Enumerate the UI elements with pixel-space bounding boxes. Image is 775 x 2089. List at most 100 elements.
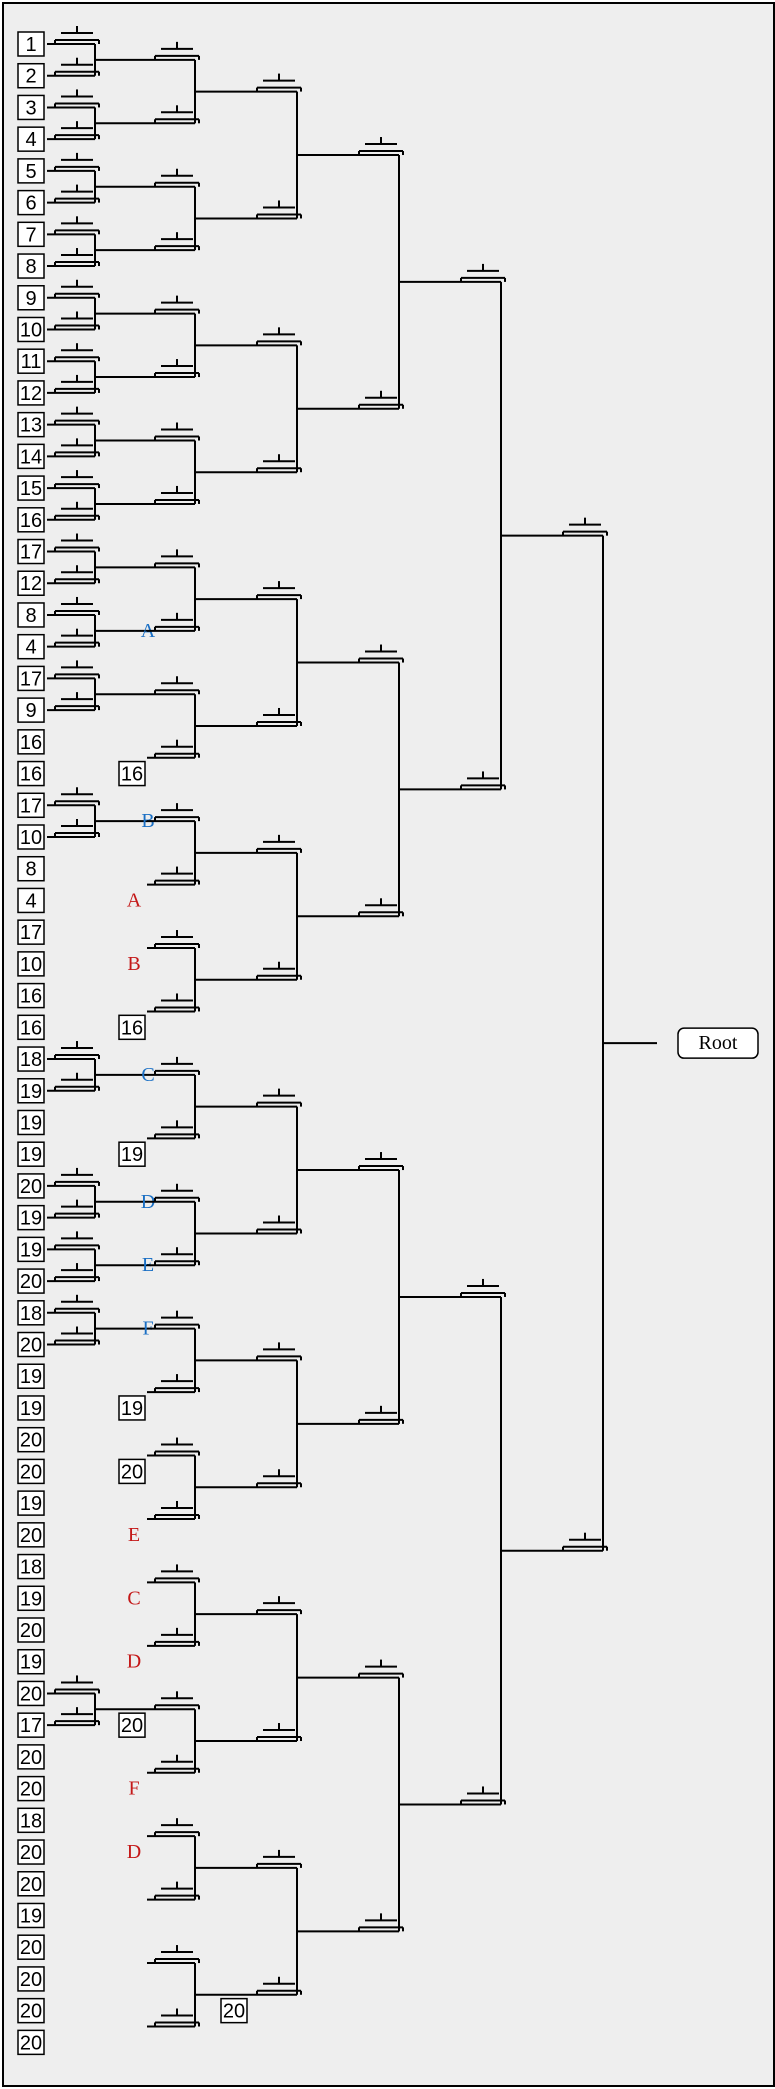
leaf-24-box — [17, 792, 45, 819]
leaf-54-box — [17, 1744, 45, 1770]
leaf-35-box — [17, 1141, 45, 1167]
leaf-51: 19 — [20, 1652, 42, 1674]
leaf-53: 17 — [20, 1715, 42, 1737]
inner-leaf-3: 19 — [121, 1398, 143, 1420]
leaf-49: 19 — [20, 1588, 42, 1610]
leaf-4-box — [17, 158, 45, 184]
leaf-27: 4 — [25, 890, 36, 912]
leaf-29-box — [17, 951, 45, 977]
leaf-38-box — [17, 1236, 45, 1263]
leaf-12-box — [17, 411, 45, 438]
leaf-33: 19 — [20, 1081, 42, 1103]
leaf-24: 17 — [20, 795, 42, 817]
inner-leaf-0: 16 — [121, 764, 143, 786]
leaf-43-box — [17, 1395, 45, 1421]
leaf-37-box — [17, 1204, 45, 1231]
leaf-42: 19 — [20, 1366, 42, 1388]
leaf-4: 5 — [25, 161, 36, 183]
leaf-2: 3 — [25, 97, 36, 119]
leaf-13: 14 — [20, 446, 42, 468]
leaf-60-box — [17, 1934, 45, 1960]
leaf-17: 12 — [20, 573, 42, 595]
leaf-28-box — [17, 919, 45, 945]
root-label: Root — [699, 1032, 738, 1054]
leaf-7-box — [17, 253, 45, 279]
leaf-59: 19 — [20, 1905, 42, 1927]
leaf-39: 20 — [20, 1271, 42, 1293]
leaf-48: 18 — [20, 1557, 42, 1579]
leaf-32-box — [17, 1046, 45, 1072]
leaf-19-box — [17, 633, 45, 660]
red-label-3: C — [127, 1587, 140, 1609]
leaf-29: 10 — [20, 954, 42, 976]
leaf-51-box — [17, 1648, 45, 1675]
leaf-23: 16 — [20, 764, 42, 786]
leaf-34-box — [17, 1109, 45, 1136]
leaf-44: 20 — [20, 1430, 42, 1452]
inner-leaf-5-box — [118, 1712, 146, 1738]
red-label-1: B — [127, 953, 140, 975]
leaf-40: 18 — [20, 1303, 42, 1325]
leaf-0: 1 — [25, 34, 36, 56]
leaf-56-box — [17, 1807, 45, 1834]
leaf-63: 20 — [20, 2032, 42, 2054]
leaf-20: 17 — [20, 668, 42, 690]
leaf-16: 17 — [20, 542, 42, 564]
leaf-10-box — [17, 348, 45, 374]
leaf-39-box — [17, 1268, 45, 1294]
leaf-38: 19 — [20, 1239, 42, 1261]
leaf-49-box — [17, 1585, 45, 1612]
leaf-54: 20 — [20, 1747, 42, 1769]
leaf-61-box — [17, 1966, 45, 1992]
leaf-40-box — [17, 1300, 45, 1326]
inner-leaf-2-box — [118, 1141, 146, 1167]
root-box — [677, 1027, 759, 1059]
inner-leaf-2: 19 — [121, 1144, 143, 1166]
inner-leaf-1-box — [118, 1014, 146, 1041]
leaf-60: 20 — [20, 1937, 42, 1959]
leaf-34: 19 — [20, 1112, 42, 1134]
leaf-0-box — [17, 31, 45, 57]
leaf-14-box — [17, 475, 45, 501]
leaf-46-box — [17, 1490, 45, 1516]
leaf-58-box — [17, 1871, 45, 1897]
leaf-45: 20 — [20, 1461, 42, 1483]
leaf-44-box — [17, 1426, 45, 1453]
leaf-26: 8 — [25, 859, 36, 881]
leaf-9: 10 — [20, 319, 42, 341]
leaf-8-box — [17, 285, 45, 311]
leaf-21: 9 — [25, 700, 36, 722]
leaf-57-box — [17, 1839, 45, 1865]
leaf-41: 20 — [20, 1335, 42, 1357]
leaf-8: 9 — [25, 288, 36, 310]
leaf-10: 11 — [21, 351, 42, 373]
leaf-43: 19 — [20, 1398, 42, 1420]
leaf-59-box — [17, 1902, 45, 1929]
deep-leaf: 20 — [223, 2001, 245, 2023]
leaf-20-box — [17, 665, 45, 692]
inner-leaf-5: 20 — [121, 1715, 143, 1737]
leaf-5-box — [17, 189, 45, 216]
red-label-4: D — [127, 1651, 141, 1673]
leaf-58: 20 — [20, 1874, 42, 1896]
leaf-33-box — [17, 1078, 45, 1104]
leaf-9-box — [17, 316, 45, 343]
leaf-37: 19 — [20, 1208, 42, 1230]
leaf-31-box — [17, 1014, 45, 1041]
leaf-50: 20 — [20, 1620, 42, 1642]
leaf-52: 20 — [20, 1683, 42, 1705]
leaf-21-box — [17, 697, 45, 723]
leaf-18: 8 — [25, 605, 36, 627]
leaf-47-box — [17, 1522, 45, 1548]
leaf-46: 19 — [20, 1493, 42, 1515]
leaf-14: 15 — [20, 478, 42, 500]
leaf-23-box — [17, 760, 45, 787]
leaf-52-box — [17, 1680, 45, 1707]
leaf-31: 16 — [20, 1017, 42, 1039]
leaf-62-box — [17, 1997, 45, 2024]
leaf-53-box — [17, 1712, 45, 1738]
red-label-5: F — [128, 1778, 139, 1800]
leaf-35: 19 — [20, 1144, 42, 1166]
leaf-18-box — [17, 602, 45, 628]
